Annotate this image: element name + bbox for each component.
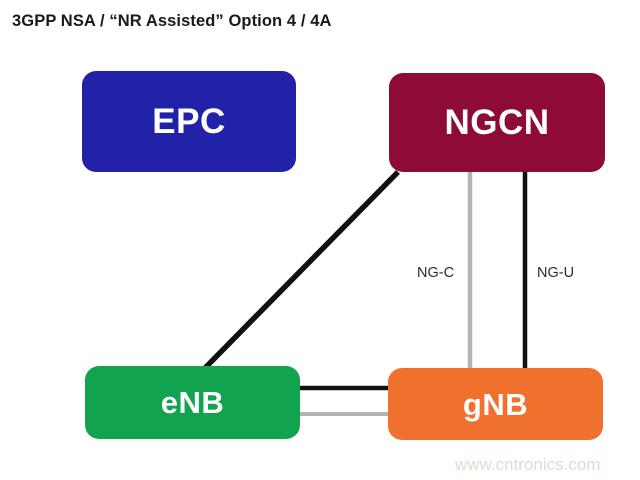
page-title: 3GPP NSA / “NR Assisted” Option 4 / 4A: [12, 12, 332, 30]
watermark: www.cntronics.com: [455, 455, 601, 474]
edge-label-ng-u: NG-U: [537, 265, 575, 281]
link-ngcn-enb: [203, 170, 400, 370]
node-epc[interactable]: EPC: [82, 71, 296, 172]
node-epc-label: EPC: [152, 102, 226, 141]
node-enb-label: eNB: [160, 385, 225, 420]
node-ngcn[interactable]: NGCN: [389, 73, 605, 172]
edge-label-ng-c: NG-C: [417, 265, 455, 281]
node-gnb[interactable]: gNB: [388, 368, 603, 440]
node-enb[interactable]: eNB: [85, 366, 300, 439]
node-gnb-label: gNB: [462, 386, 529, 422]
node-ngcn-label: NGCN: [444, 103, 550, 142]
